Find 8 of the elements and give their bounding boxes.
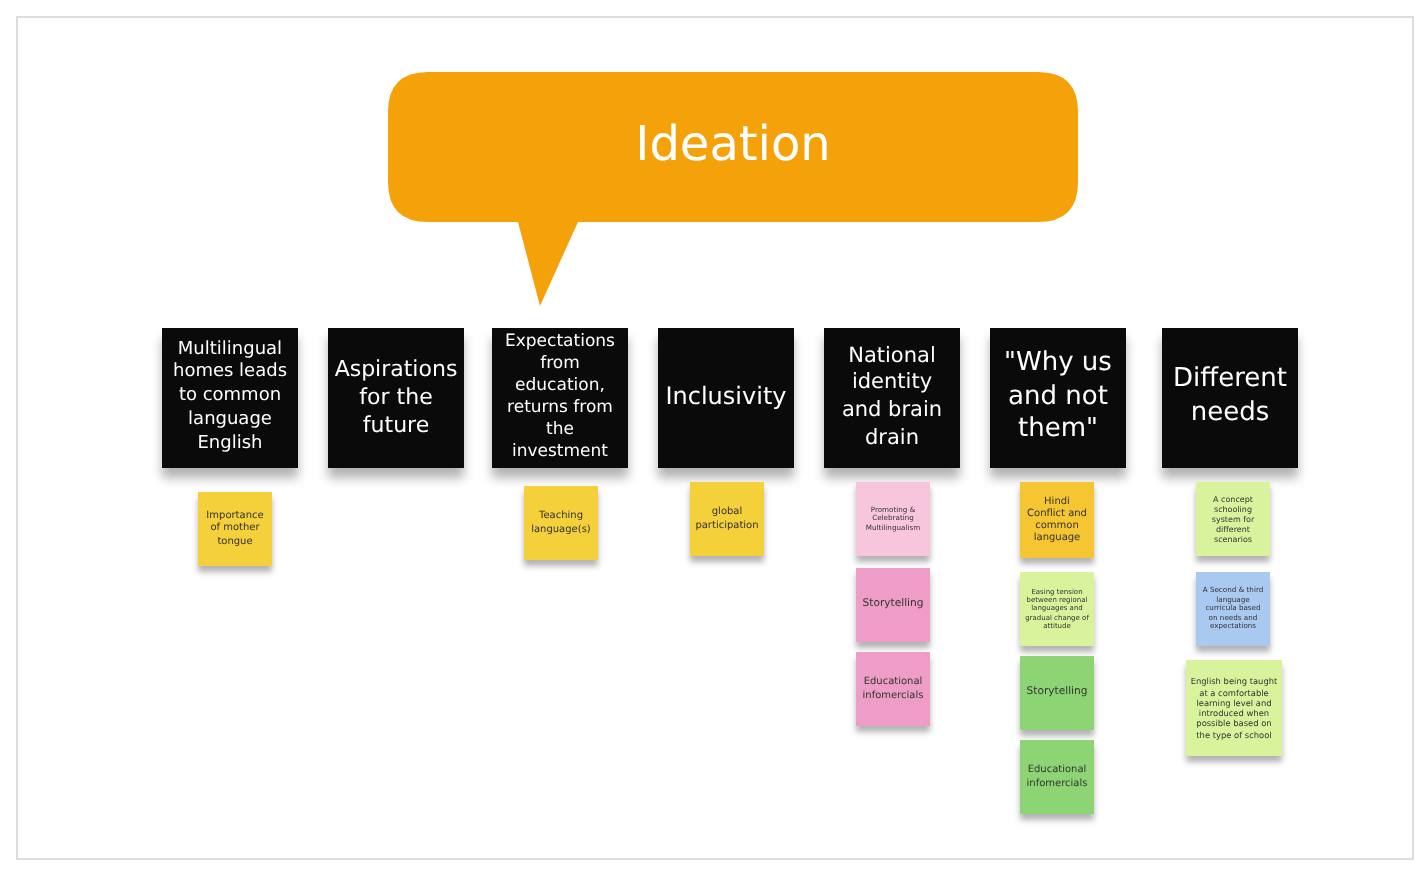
- header-card: Expectations from education, returns from the investment: [492, 328, 628, 468]
- header-card: Inclusivity: [658, 328, 794, 468]
- header-card: Aspirations for the future: [328, 328, 464, 468]
- header-card: "Why us and not them": [990, 328, 1126, 468]
- speech-bubble: Ideation: [388, 72, 1078, 306]
- header-card: Multilingual homes leads to common language English: [162, 328, 298, 468]
- header-card: Different needs: [1162, 328, 1298, 468]
- header-card: National identity and brain drain: [824, 328, 960, 468]
